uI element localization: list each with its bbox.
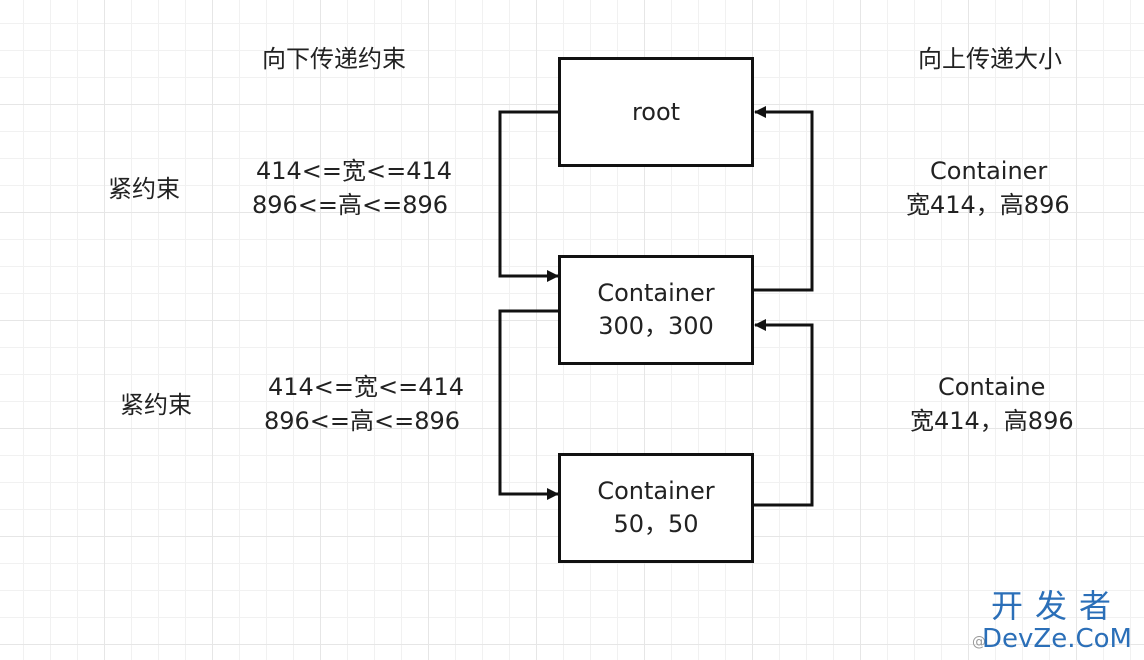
arrow-container-to-root (752, 106, 814, 292)
container-node-name: Container (597, 279, 715, 307)
watermark-at: @ (972, 634, 986, 650)
container-node: Container 300，300 (558, 255, 754, 365)
header-pass-size-up: 向上传递大小 (918, 45, 1062, 73)
arrow-container-to-child (498, 309, 560, 500)
constraint-height-top: 896<=高<=896 (252, 191, 449, 219)
container-node-size: 300，300 (598, 312, 714, 340)
constraint-width-bottom: 414<=宽<=414 (268, 373, 465, 401)
root-node: root (558, 57, 754, 167)
header-pass-constraints-down: 向下传递约束 (262, 45, 406, 73)
root-node-label: root (631, 97, 681, 126)
child-container-node-size: 50，50 (613, 510, 699, 538)
watermark-en: DevZe.CoM (982, 624, 1132, 654)
watermark-cn: 开发者 (991, 587, 1124, 625)
watermark-logo: 开发者 DevZe.CoM (982, 588, 1132, 654)
size-value-bottom: 宽414，高896 (910, 407, 1074, 435)
size-name-top: Container (930, 157, 1048, 185)
tight-constraint-label-top: 紧约束 (108, 175, 180, 203)
constraint-width-top: 414<=宽<=414 (256, 157, 453, 185)
arrow-root-to-container (498, 110, 560, 282)
size-value-top: 宽414，高896 (906, 191, 1070, 219)
child-container-node-name: Container (597, 477, 715, 505)
constraint-height-bottom: 896<=高<=896 (264, 407, 461, 435)
child-container-node: Container 50，50 (558, 453, 754, 563)
tight-constraint-label-bottom: 紧约束 (120, 391, 192, 419)
size-name-bottom: Containe (938, 373, 1046, 401)
arrow-child-to-container (752, 319, 814, 507)
